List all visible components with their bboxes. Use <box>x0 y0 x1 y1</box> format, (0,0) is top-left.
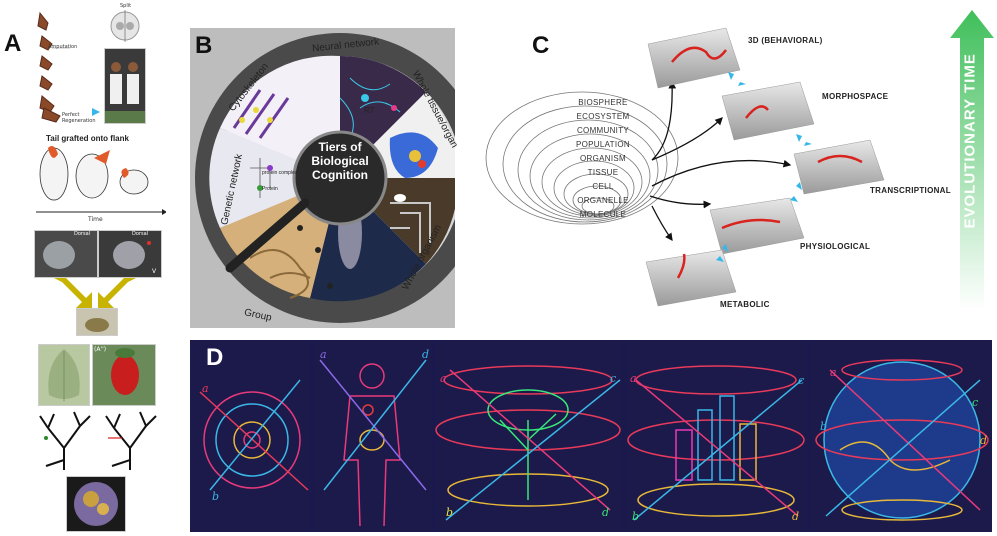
level-organelle: ORGANELLE <box>577 196 629 205</box>
time-label: Time <box>88 216 103 223</box>
landscape-arrows <box>645 27 885 307</box>
d-letter-d-globe: d <box>980 434 987 447</box>
level-organism: ORGANISM <box>580 154 626 163</box>
embryo-split-drawing <box>110 10 140 42</box>
d-letter-c-globe: c <box>972 396 978 409</box>
panel-a-label: A <box>4 30 22 57</box>
level-community: COMMUNITY <box>576 126 630 135</box>
tiers-wheel <box>195 33 455 323</box>
dorsal-photo-left <box>34 230 98 278</box>
tiers-center-title: Tiers of Biological Cognition <box>311 140 369 182</box>
d-letter-d-tree: d <box>602 506 609 519</box>
d-letter-c-city: c <box>798 374 804 387</box>
space-3d-behavioral: 3D (BEHAVIORAL) <box>748 36 823 45</box>
d-letter-a-globe: a <box>830 366 837 379</box>
amputation-label: Amputation <box>48 44 78 50</box>
tail-graft-title: Tail grafted onto flank <box>46 134 129 143</box>
perfect-regeneration-label: Perfect Regeneration <box>62 112 96 124</box>
space-metabolic: METABOLIC <box>720 300 770 309</box>
d-letter-b-tree: b <box>446 506 453 519</box>
level-cell: CELL <box>592 182 614 191</box>
space-physiological: PHYSIOLOGICAL <box>800 242 871 251</box>
dorsal-photo-right <box>98 230 162 278</box>
panel-b-label: B <box>195 32 213 59</box>
d-letter-d-body: d <box>422 348 429 361</box>
space-morphospace: MORPHOSPACE <box>822 92 889 101</box>
d-letter-b-city: b <box>632 510 639 523</box>
evolutionary-time-label: EVOLUTIONARY TIME <box>961 53 979 229</box>
dorsal-label-right: Dorsal <box>132 231 149 237</box>
d-letter-d-city: d <box>792 510 799 523</box>
branch-drawings <box>39 411 157 470</box>
landscape-3d <box>647 27 741 89</box>
protein-complex-label: protein complex <box>262 170 298 176</box>
d-letter-c-tree: c <box>610 372 616 385</box>
converging-arrows <box>54 278 136 308</box>
level-ecosystem: ECOSYSTEM <box>576 112 630 121</box>
ventral-label: V <box>152 268 157 275</box>
levels-list: BIOSPHERE ECOSYSTEM COMMUNITY POPULATION… <box>548 98 658 228</box>
dorsal-label-left: Dorsal <box>74 231 91 237</box>
space-transcriptional: TRANSCRIPTIONAL <box>870 186 951 195</box>
twins-photo <box>104 48 146 124</box>
rt-label: RT <box>364 106 375 115</box>
d-letter-b-globe: b <box>820 420 827 433</box>
d-letter-a-cell: a <box>202 382 209 395</box>
regeneration-sequence-drawing <box>37 11 100 123</box>
leaf-photo <box>38 344 90 406</box>
level-molecule: MOLECULE <box>579 210 627 219</box>
split-label: Split <box>120 3 132 9</box>
tissue-photo <box>66 476 126 532</box>
level-biosphere: BIOSPHERE <box>578 98 628 107</box>
d-letter-b-cell: b <box>212 490 219 503</box>
panel-d-label: D <box>206 344 224 371</box>
level-population: POPULATION <box>576 140 630 149</box>
protein-label: Protein <box>262 186 278 192</box>
level-tissue: TISSUE <box>587 168 619 177</box>
neon-scale-illustrations: a b a d a c b d a c b d a b c d <box>199 340 989 532</box>
tail-graft-drawings <box>36 146 166 215</box>
evolutionary-time-arrow <box>950 10 994 310</box>
a-double-prime-label: (A'') <box>94 346 107 353</box>
frog-photo <box>76 308 118 336</box>
d-letter-a-tree: a <box>440 372 447 385</box>
panel-c-label: C <box>532 32 550 59</box>
nested-levels-diagram <box>485 91 679 225</box>
d-letter-a-body: a <box>320 348 327 361</box>
d-letter-a-city: a <box>630 372 637 385</box>
gall-photo <box>92 344 156 406</box>
